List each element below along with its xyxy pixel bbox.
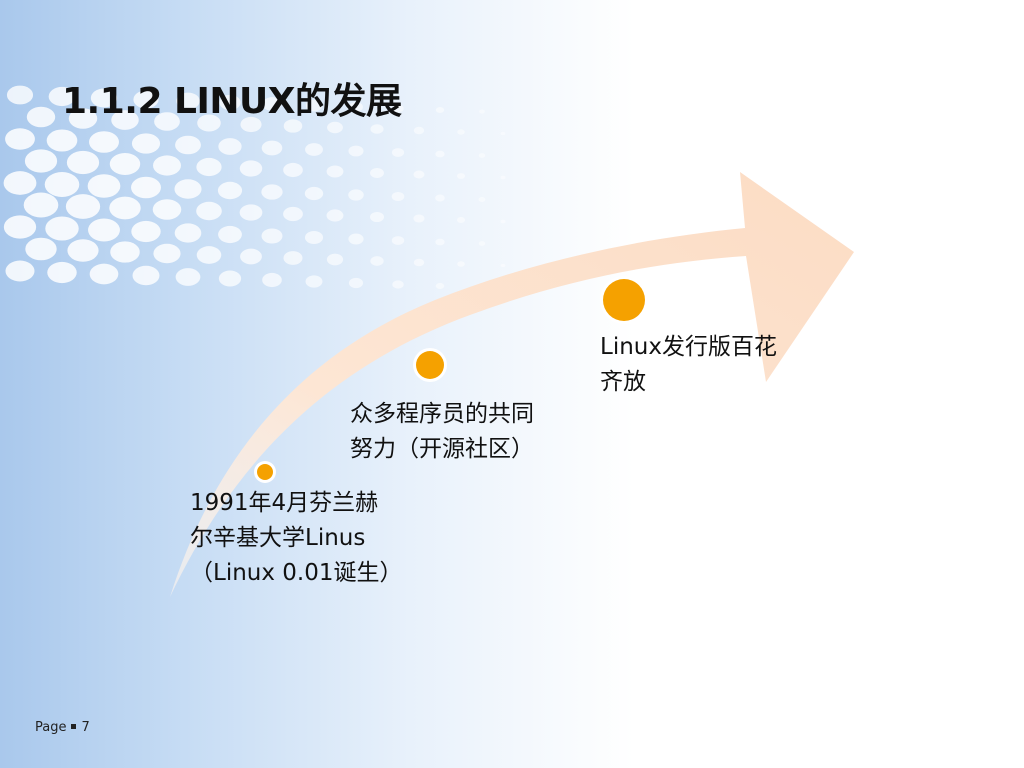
page-label: Page (35, 720, 67, 735)
milestone-1-line-3: （Linux 0.01诞生） (190, 560, 403, 586)
slide-title: 1.1.2 LINUX的发展 (62, 81, 402, 122)
milestone-dot-3 (600, 276, 648, 324)
bullet-separator-icon (71, 724, 77, 729)
milestone-2-line-1: 众多程序员的共同 (350, 401, 534, 427)
milestone-1-line-1: 1991年4月芬兰赫 (190, 490, 379, 516)
milestone-1-text: 1991年4月芬兰赫 尔辛基大学Linus （Linux 0.01诞生） (190, 486, 403, 591)
milestone-dot-2 (413, 348, 447, 382)
milestone-dot-1 (254, 461, 276, 483)
page-footer: Page 7 (35, 720, 90, 735)
milestone-3-line-1: Linux发行版百花 (600, 334, 777, 360)
milestone-2-text: 众多程序员的共同 努力（开源社区） (350, 397, 534, 467)
milestone-2-line-2: 努力（开源社区） (350, 436, 534, 462)
arrow-shape (170, 172, 854, 597)
milestone-3-line-2: 齐放 (600, 369, 646, 395)
milestone-3-text: Linux发行版百花 齐放 (600, 330, 777, 400)
page-number: 7 (81, 720, 90, 735)
milestone-1-line-2: 尔辛基大学Linus (190, 525, 366, 551)
